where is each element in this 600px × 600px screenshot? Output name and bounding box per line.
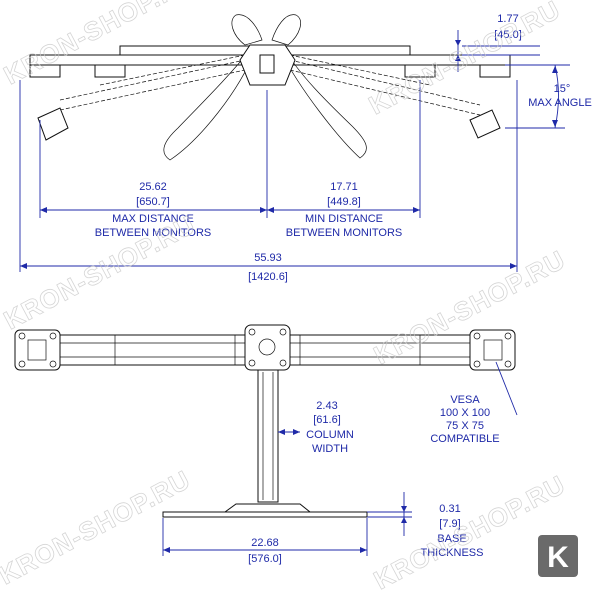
column-width-label-2: WIDTH — [312, 443, 348, 455]
overall-width-mm: [1420.6] — [248, 271, 288, 283]
hub-column — [259, 54, 275, 74]
base-thickness-label-1: BASE — [437, 533, 466, 545]
max-angle-dimension — [505, 64, 570, 129]
max-distance-dimension — [40, 207, 267, 213]
kron-logo: K — [538, 535, 578, 577]
column-width-dimension — [278, 429, 300, 435]
vesa-label-2: 100 X 100 — [440, 407, 490, 419]
base-thickness-dimension — [367, 492, 412, 536]
min-distance-inches: 17.71 — [330, 181, 358, 193]
vesa-label-4: COMPATIBLE — [430, 433, 499, 445]
base-foot-left — [163, 49, 256, 161]
base-thickness-mm: [7.9] — [439, 518, 460, 530]
overall-width-dimension — [20, 263, 517, 269]
max-distance-label-1: MAX DISTANCE — [112, 213, 194, 225]
base-foot-top-left — [231, 14, 263, 46]
support-column — [257, 369, 279, 503]
max-distance-inches: 25.62 — [139, 181, 167, 193]
min-distance-mm: [449.8] — [327, 196, 361, 208]
base-thickness-label-2: THICKNESS — [421, 547, 484, 559]
left-vesa-plate-inner — [27, 339, 47, 361]
watermark-5: KRON-SHOP.RU — [0, 464, 195, 590]
column-width-label-1: COLUMN — [306, 429, 354, 441]
arm-depth-dimension — [455, 30, 540, 72]
right-angled-arm-dashed-a — [289, 59, 481, 106]
left-angled-arm-dashed-b — [59, 69, 246, 111]
base-foot-right — [279, 49, 367, 159]
left-angled-arm-dashed-c — [99, 54, 246, 86]
left-mid-plate-top-view — [94, 64, 126, 78]
base-width-dimension — [163, 547, 367, 553]
right-mid-plate-top-view — [404, 64, 436, 78]
column-width-mm: [61.6] — [313, 414, 341, 426]
front-view — [14, 324, 516, 518]
base-collar — [223, 503, 312, 513]
base-foot-top-right — [271, 14, 301, 46]
right-angled-arm-dashed-b — [289, 69, 481, 116]
left-plate-top-view — [29, 64, 61, 78]
front-central-hub — [244, 324, 291, 371]
vesa-leader-line — [495, 361, 518, 416]
left-vesa-plate — [14, 329, 61, 371]
vesa-label-1: VESA — [450, 394, 480, 406]
min-distance-label-1: MIN DISTANCE — [305, 213, 383, 225]
arm-depth-inches: 1.77 — [497, 13, 518, 25]
logo-box — [538, 535, 578, 577]
column-width-inches: 2.43 — [316, 400, 337, 412]
base-width-mm: [576.0] — [248, 553, 282, 565]
vesa-label-3: 75 X 75 — [446, 420, 484, 432]
top-view — [29, 14, 511, 161]
base-width-inches: 22.68 — [251, 537, 279, 549]
left-angled-arm-dashed-a — [59, 59, 246, 101]
max-angle-value: 15° — [554, 83, 571, 95]
max-distance-label-2: BETWEEN MONITORS — [95, 227, 212, 239]
base-thickness-inches: 0.31 — [439, 503, 460, 515]
overall-width-inches: 55.93 — [254, 252, 282, 264]
right-vesa-plate — [469, 329, 516, 371]
min-distance-dimension — [267, 207, 420, 213]
left-angled-plate — [37, 107, 69, 141]
max-angle-label: MAX ANGLE — [528, 97, 592, 109]
max-distance-mm: [650.7] — [136, 196, 170, 208]
min-distance-label-2: BETWEEN MONITORS — [286, 227, 403, 239]
right-plate-top-view — [479, 64, 511, 78]
base-plate — [162, 511, 368, 518]
right-vesa-plate-inner — [483, 339, 503, 361]
right-angled-plate — [469, 109, 501, 139]
logo-letter: K — [547, 541, 569, 574]
arm-depth-mm: [45.0] — [494, 29, 522, 41]
